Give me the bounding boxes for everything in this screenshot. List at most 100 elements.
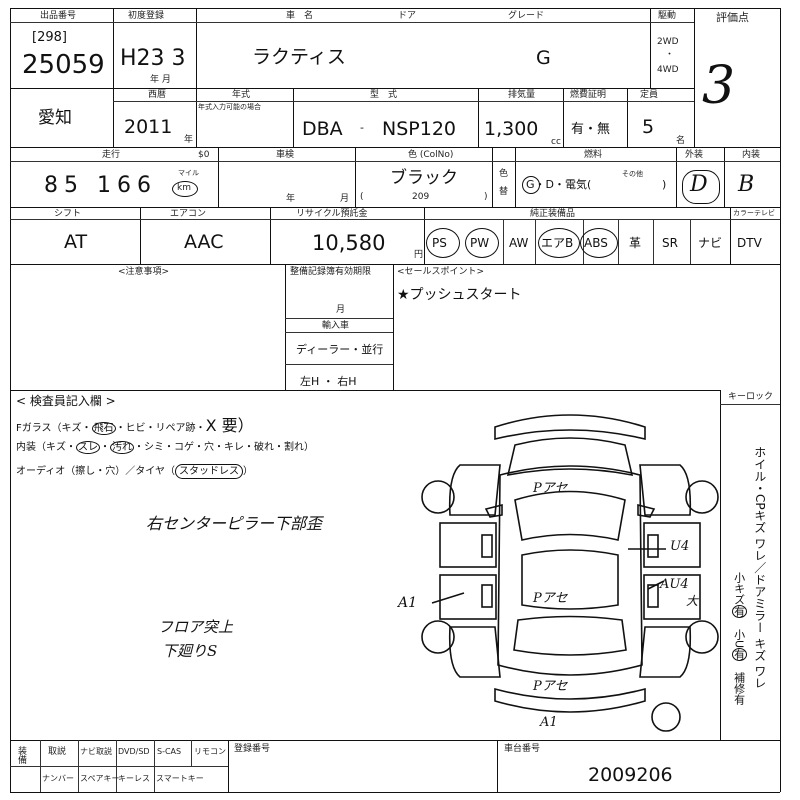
rule xyxy=(10,792,780,793)
front-bumper xyxy=(494,414,646,441)
left-front-handle xyxy=(481,534,493,558)
rule xyxy=(618,219,619,264)
rear-bumper xyxy=(494,687,646,713)
rule xyxy=(10,22,694,23)
rule xyxy=(113,88,114,147)
inspection-year: 年 xyxy=(286,194,296,204)
fuel-other: その他 xyxy=(622,170,643,178)
rule xyxy=(228,740,229,792)
equip-pw: PW xyxy=(470,236,490,250)
rule xyxy=(191,740,192,766)
rule xyxy=(10,264,780,265)
auction-no: 25059 xyxy=(22,50,105,80)
sales-point: ★プッシュスタート xyxy=(397,287,522,303)
rule xyxy=(563,88,564,147)
mark-right-lower-note: 大 xyxy=(686,594,699,608)
type-prefix: DBA xyxy=(302,118,343,140)
opt-remote: リモコン xyxy=(194,747,226,756)
rule xyxy=(116,740,117,792)
opt-smart-key: スマートキー xyxy=(156,774,204,783)
spare-tire xyxy=(651,702,681,732)
f-glass-rest: ・ヒビ・リペア跡・ xyxy=(115,423,206,434)
recycle-unit: 円 xyxy=(414,250,424,260)
opt-scas: S-CAS xyxy=(157,747,182,756)
serial: 2009206 xyxy=(588,764,673,786)
fuel-g-circle xyxy=(522,176,540,194)
warranty-label: 整備記録簿有効期限 xyxy=(290,267,372,277)
rule xyxy=(720,390,721,740)
rule xyxy=(154,740,155,792)
rule xyxy=(10,740,780,741)
car-name: ラクティス xyxy=(252,46,346,68)
rule xyxy=(355,147,356,207)
rule xyxy=(478,88,479,147)
rule xyxy=(10,207,780,208)
interior-rest: ・シミ・コゲ・穴・キレ・破れ・割れ） xyxy=(134,442,314,453)
exterior-box xyxy=(682,170,720,204)
model-year-label: 年式 xyxy=(232,90,251,100)
displacement-unit: cc xyxy=(551,137,561,147)
rule xyxy=(196,8,197,88)
side-sub2: 小U xyxy=(732,629,746,649)
fuel-label: 燃料 xyxy=(584,150,603,160)
displacement: 1,300 xyxy=(484,118,539,140)
grade-label: グレード xyxy=(508,11,545,21)
score: 3 xyxy=(702,56,736,116)
left-front-door xyxy=(439,522,497,568)
rule xyxy=(140,207,141,264)
opt-navi-manual: ナビ取説 xyxy=(80,747,112,756)
color-no-close: ) xyxy=(484,192,488,202)
f-glass-mark: X 要） xyxy=(205,416,254,435)
color-label: 色 (ColNo) xyxy=(408,150,454,160)
mark-front: Pアセ xyxy=(533,481,568,496)
rule xyxy=(10,8,11,792)
capacity-unit: 名 xyxy=(676,136,686,146)
shift: AT xyxy=(64,231,88,253)
mark-right-lower: AU4 xyxy=(660,577,689,592)
reg-no-label: 登録番号 xyxy=(234,744,271,754)
capacity-label: 定員 xyxy=(640,90,659,100)
rule xyxy=(653,219,654,264)
warranty-month: 月 xyxy=(336,305,346,315)
drive-label: 駆動 xyxy=(658,11,677,21)
right-rear-fender xyxy=(639,626,692,678)
fuel-close: ) xyxy=(662,178,667,191)
equipment-label: 純正装備品 xyxy=(530,209,576,219)
side-sub2-circled: 有 xyxy=(731,648,747,662)
year-label: 西暦 xyxy=(148,90,167,100)
rule xyxy=(10,390,720,391)
right-rear-door xyxy=(643,574,701,620)
callout-left xyxy=(431,592,465,604)
rule xyxy=(10,766,228,767)
rule xyxy=(218,147,219,207)
interior-label: 内装 xyxy=(742,150,761,160)
side-sub3: 補修有 xyxy=(732,672,746,706)
left-rear-wheel xyxy=(421,620,455,654)
opt-spare-key: スペアキー xyxy=(80,774,120,783)
right-rear-handle xyxy=(647,584,659,608)
opt-manual: 取説 xyxy=(48,747,67,757)
mark-center: Pアセ xyxy=(533,591,568,606)
right-front-fender xyxy=(639,464,692,516)
inspection-month: 月 xyxy=(340,194,350,204)
audio-close: ） xyxy=(243,466,253,477)
rule xyxy=(10,219,780,220)
serial-label: 車台番号 xyxy=(504,744,541,754)
fuel-options: G・D・電気( xyxy=(526,178,592,191)
interior-prefix: 内装（キズ・ xyxy=(16,442,76,453)
rule xyxy=(627,88,628,147)
handle: 左H ・ 右H xyxy=(300,375,357,388)
equip-ps-circle xyxy=(426,228,460,258)
left-mirror xyxy=(484,503,503,518)
mark-left: A1 xyxy=(398,595,418,611)
rule xyxy=(10,147,780,148)
auction-no-small: [298] xyxy=(32,30,67,45)
door-label: ドア xyxy=(398,11,417,21)
model-year-note: 年式入力可能の場合 xyxy=(198,103,261,111)
hood xyxy=(506,437,634,477)
right-front-wheel xyxy=(685,480,719,514)
opt-keyless: キーレス xyxy=(118,774,150,783)
sales-point-label: <セールスポイント> xyxy=(397,267,485,277)
aircon: AAC xyxy=(184,231,224,253)
first-reg: H23 3 xyxy=(120,46,186,71)
